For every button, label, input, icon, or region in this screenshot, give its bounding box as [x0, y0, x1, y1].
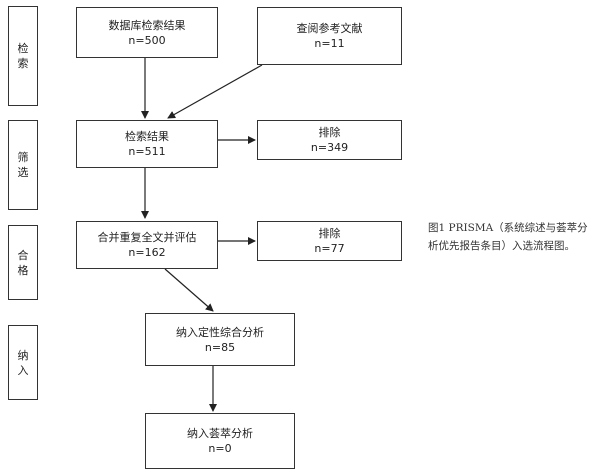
box-search-result-title: 检索结果	[125, 130, 169, 143]
box-database-search-count: n=500	[128, 33, 166, 47]
box-database-search-title: 数据库检索结果	[108, 18, 186, 32]
stage-included-label: 纳入	[17, 348, 29, 377]
box-qualitative-synthesis-title: 纳入定性综合分析	[176, 325, 264, 339]
box-full-text-assessment-title: 合并重复全文并评估	[97, 231, 197, 244]
stage-screening: 筛选	[8, 120, 38, 210]
box-search-result: 检索结果 n=511	[76, 120, 218, 168]
box-excluded-screening-count: n=349	[310, 141, 349, 154]
box-database-search: 数据库检索结果 n=500	[76, 7, 218, 58]
stage-identification: 检索	[8, 6, 38, 106]
box-reference-review: 查阅参考文献 n=11	[257, 7, 402, 65]
stage-screening-label: 筛选	[17, 151, 29, 179]
box-excluded-screening-title: 排除	[318, 126, 341, 139]
box-excluded-eligibility-count: n=77	[314, 242, 345, 255]
arrow-fulltext-to-qualitative	[164, 268, 214, 312]
box-meta-analysis-count: n=0	[208, 442, 232, 455]
arrow-ref-to-result	[167, 64, 263, 119]
box-excluded-eligibility: 排除 n=77	[257, 221, 402, 261]
box-reference-review-count: n=11	[314, 37, 345, 50]
stage-eligibility: 合格	[8, 225, 38, 300]
stage-eligibility-label: 合格	[17, 248, 29, 277]
box-full-text-assessment: 合并重复全文并评估 n=162	[76, 221, 218, 269]
box-reference-review-title: 查阅参考文献	[296, 22, 363, 35]
box-qualitative-synthesis-count: n=85	[204, 340, 236, 354]
box-meta-analysis: 纳入荟萃分析 n=0	[145, 413, 295, 469]
figure-caption: 图1 PRISMA（系统综述与荟萃分析优先报告条目）入选流程图。	[428, 222, 588, 252]
stage-identification-label: 检索	[17, 42, 29, 70]
box-search-result-count: n=511	[128, 145, 166, 158]
box-full-text-assessment-count: n=162	[128, 246, 166, 259]
stage-included: 纳入	[8, 325, 38, 400]
box-meta-analysis-title: 纳入荟萃分析	[187, 427, 253, 440]
box-qualitative-synthesis: 纳入定性综合分析 n=85	[145, 313, 295, 366]
box-excluded-screening: 排除 n=349	[257, 120, 402, 160]
box-excluded-eligibility-title: 排除	[318, 227, 341, 240]
